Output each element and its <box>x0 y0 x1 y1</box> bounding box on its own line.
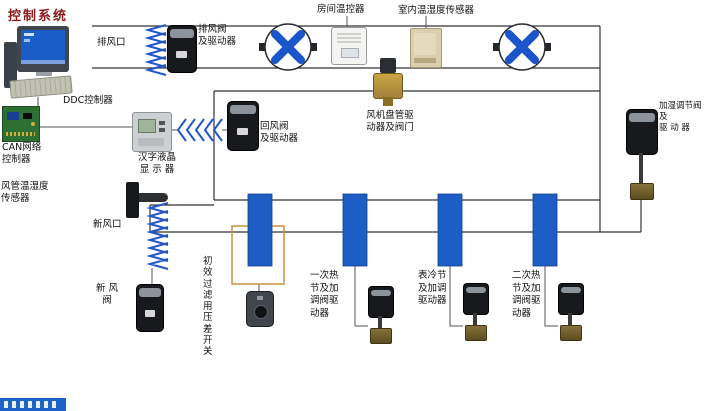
board-dot <box>31 122 35 126</box>
fan-coil-valve-icon <box>372 58 404 110</box>
screen-taskbar <box>21 60 65 64</box>
switch-knob <box>254 305 268 319</box>
coil-icon-3 <box>437 193 463 267</box>
actuator-motor <box>368 286 394 318</box>
ddc-slot <box>138 138 164 146</box>
label-ddc-controller: DDC控制器 <box>63 95 113 106</box>
actuator-band <box>170 29 194 38</box>
exhaust-fan-icon <box>259 23 317 71</box>
duct-probe-icon <box>124 180 170 220</box>
label-primary-heat-valve-driver: 一次热 节及加 调阀驱 动器 <box>310 270 339 319</box>
coil-icon-4 <box>532 193 558 267</box>
label-fresh-air-valve: 新 风 阀 <box>95 283 119 306</box>
label-indoor-sensor: 室内温湿度传感器 <box>398 5 475 16</box>
actuator-motor <box>463 283 489 315</box>
sensor-face <box>414 33 436 55</box>
fresh-air-damper-icon <box>146 202 169 270</box>
connector-lines <box>37 16 558 327</box>
board-pins <box>6 132 35 136</box>
chip <box>7 112 19 120</box>
actuator-band <box>139 288 161 297</box>
return-valve-actuator-icon <box>227 101 259 151</box>
label-return-valve-driver: 回风阀 及驱动器 <box>260 121 299 144</box>
page-title: 控制系统 <box>8 9 69 24</box>
valve-stem <box>378 316 382 328</box>
actuator-band <box>371 290 391 296</box>
network-link-icon <box>176 118 223 142</box>
valve-stem <box>473 313 477 325</box>
circuit-board-icon <box>2 106 40 142</box>
label-exhaust-outlet: 排风口 <box>97 37 126 48</box>
monitor-stand <box>36 72 52 76</box>
thermostat-vents <box>337 33 361 43</box>
label-humidifier-valve-driver: 加湿调节阀及 驱 动 器 <box>659 101 702 133</box>
ddc-controller-icon <box>132 112 172 152</box>
actuator-band <box>466 287 486 293</box>
screen-highlight <box>24 33 34 36</box>
chip <box>23 113 32 119</box>
label-lcd-display: 汉字液晶 显 示 器 <box>137 152 176 175</box>
humidifier-valve-actuator-icon <box>626 109 658 200</box>
ddc-button <box>159 121 165 125</box>
label-secondary-heat-valve-driver: 二次热 节及加 调阀驱 动器 <box>512 270 541 319</box>
coil-icon-1 <box>247 193 273 267</box>
monitor-screen <box>21 30 65 64</box>
watermark-text-blur <box>4 401 56 408</box>
pc-tower-icon <box>4 42 17 88</box>
label-fan-coil-driver-valve: 风机盘管驱 动器及阀门 <box>366 110 414 133</box>
coil-icon-2 <box>342 193 368 267</box>
label-duct-sensor: 风管温湿度 传感器 <box>1 181 49 204</box>
actuator-band <box>230 105 256 114</box>
monitor-icon <box>17 26 69 72</box>
fresh-air-valve-actuator-icon <box>136 284 164 332</box>
label-room-thermostat: 房间温控器 <box>317 4 365 15</box>
valve-body <box>630 183 654 200</box>
valve-body <box>560 325 582 341</box>
exhaust-valve-actuator-icon <box>167 25 197 73</box>
cooling-valve-actuator-icon <box>463 283 489 345</box>
actuator-label-dot <box>144 310 155 318</box>
label-fresh-air-inlet: 新风口 <box>93 219 122 230</box>
probe-flange <box>126 182 139 218</box>
pressure-switch-icon <box>246 291 274 327</box>
actuator-band <box>629 113 655 122</box>
primary-heat-valve-actuator-icon <box>368 286 394 348</box>
duct-lines <box>92 25 642 233</box>
valve-nut <box>383 97 393 106</box>
actuator-motor <box>558 283 584 315</box>
thermostat-display <box>341 48 359 58</box>
room-sensor-icon <box>410 28 442 68</box>
label-exhaust-valve-driver: 排风阀 及驱动器 <box>198 24 237 47</box>
valve-stem <box>568 313 572 325</box>
ddc-button <box>159 128 165 132</box>
supply-fan-icon <box>493 23 551 71</box>
probe-rod <box>139 193 168 202</box>
valve-stem <box>639 153 643 183</box>
label-can-network-controller: CAN网络 控制器 <box>2 142 42 165</box>
valve-motor-cap <box>380 58 396 73</box>
switch-led <box>257 296 263 300</box>
exhaust-damper-icon <box>144 24 167 76</box>
brass-valve-body <box>373 73 403 99</box>
actuator-label-dot <box>237 128 249 136</box>
actuator-motor <box>626 109 658 155</box>
screen-icon-dot <box>24 39 30 42</box>
valve-body <box>465 325 487 341</box>
watermark-badge <box>0 398 66 411</box>
thermostat-icon <box>331 27 367 65</box>
actuator-label-dot <box>176 51 188 59</box>
secondary-heat-valve-actuator-icon <box>558 283 584 345</box>
computer-icon <box>4 26 76 99</box>
actuator-band <box>561 287 581 293</box>
valve-body <box>370 328 392 344</box>
sensor-strip <box>414 58 436 63</box>
coil-bars <box>247 193 558 267</box>
label-filter-pressure-switch: 初 效 过 滤 用 压 差 开 关 <box>203 256 213 358</box>
lcd-screen <box>138 119 156 133</box>
label-cooling-valve-driver: 表冷节 及加调 驱动器 <box>418 270 447 306</box>
